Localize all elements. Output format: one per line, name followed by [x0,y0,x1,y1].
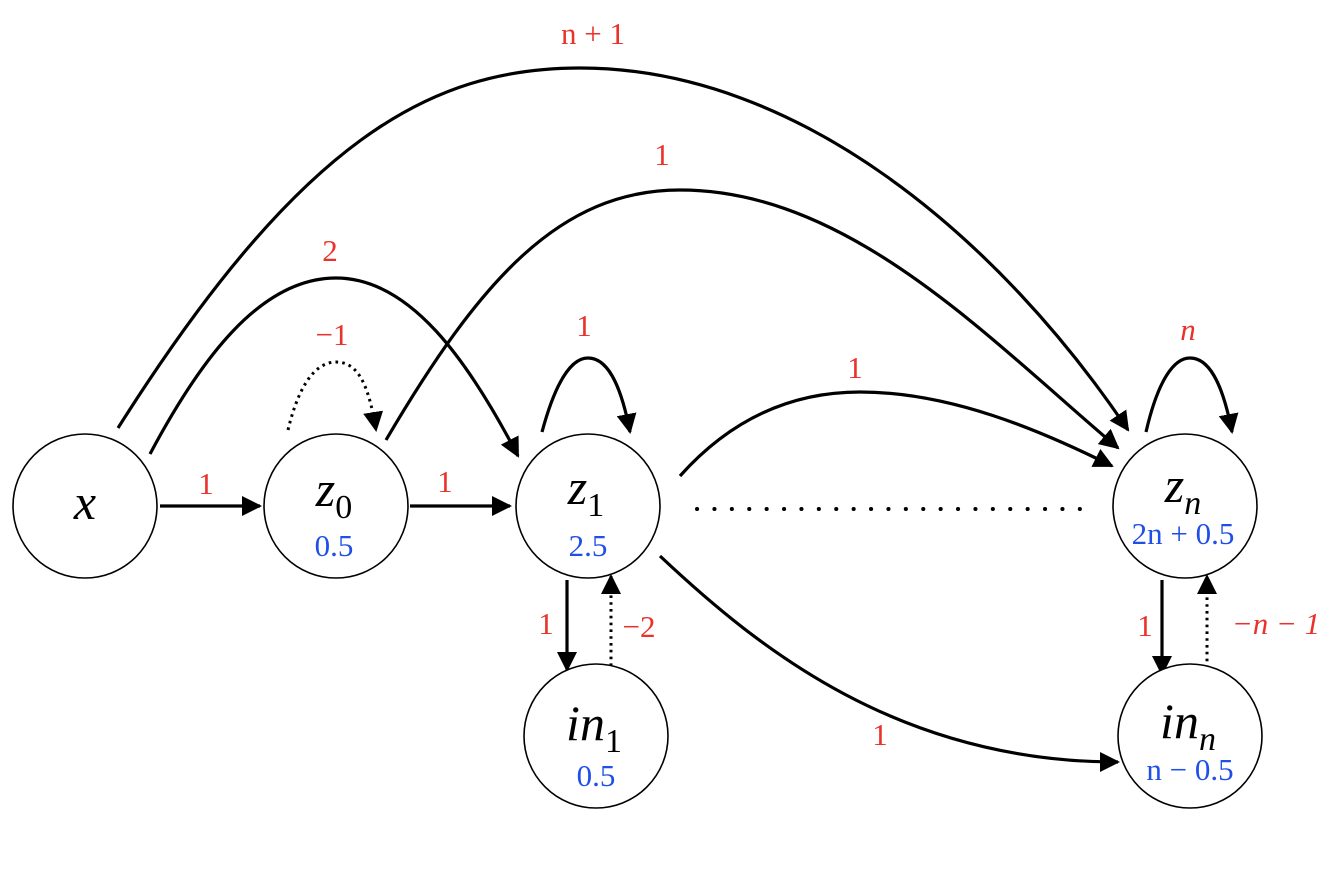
node-x: x [12,433,158,579]
weight-zn-self: n [1180,312,1196,347]
node-z1-label: z1 [567,459,604,524]
node-x-base: x [73,474,96,530]
weight-inn-zn: −n − 1 [1232,606,1320,641]
node-z0-base: z [315,461,335,517]
edge-zn-self-loop [1144,356,1239,434]
node-z0-sub: 0 [335,489,352,526]
node-zn-sub: n [1184,485,1201,522]
weight-in1-z1: −2 [623,609,656,644]
edge-z1-self-loop [540,356,637,434]
node-in1-label: in1 [566,695,622,760]
node-z0: z0 0.5 [263,433,409,579]
weight-zn-inn: 1 [1137,608,1153,643]
node-zn-label: zn [1164,457,1201,522]
node-z0-value: 0.5 [315,528,354,563]
node-inn-base: in [1160,693,1199,749]
node-x-label: x [73,474,96,530]
node-zn-base: z [1164,457,1184,513]
node-in1-value: 0.5 [577,758,616,793]
node-z1-circle [515,433,661,579]
node-x-circle [12,433,158,579]
node-z1-base: z [567,459,587,515]
weight-z1-in1: 1 [538,606,554,641]
weight-z0-z1: 1 [437,464,453,499]
node-in1-base: in [566,695,605,751]
node-in1-sub: 1 [605,723,622,760]
node-inn: inn n − 0.5 [1117,663,1263,809]
weight-x-z1: 2 [322,233,338,268]
edge-z1-to-inn [658,554,1120,772]
node-inn-value: n − 0.5 [1146,752,1233,787]
node-z0-circle [263,433,409,579]
node-in1-circle [523,663,669,809]
node-z1: z1 2.5 [515,433,661,579]
weight-z1-inn: 1 [872,717,888,752]
node-zn-value: 2n + 0.5 [1132,516,1235,551]
weight-z1-zn: 1 [847,350,863,385]
weight-x-zn: n + 1 [561,16,625,51]
node-z0-label: z0 [315,461,352,526]
node-zn-circle [1112,433,1258,579]
node-zn: zn 2n + 0.5 [1112,433,1258,579]
weight-z1-self: 1 [576,308,592,343]
node-z1-value: 2.5 [569,528,608,563]
weight-z0-zn: 1 [654,137,670,172]
edge-x-to-zn [116,66,1130,432]
edge-z0-to-zn [384,188,1120,450]
edge-x-to-z1 [148,276,520,458]
weight-z0-self: −1 [316,317,349,352]
edge-z0-self-loop [286,360,384,432]
node-inn-circle [1117,663,1263,809]
node-in1: in1 0.5 [523,663,669,809]
edge-z1-to-zn [678,390,1114,478]
node-z1-sub: 1 [587,487,604,524]
weight-x-z0: 1 [198,466,214,501]
node-inn-label: inn [1160,693,1216,758]
node-inn-sub: n [1199,721,1216,758]
